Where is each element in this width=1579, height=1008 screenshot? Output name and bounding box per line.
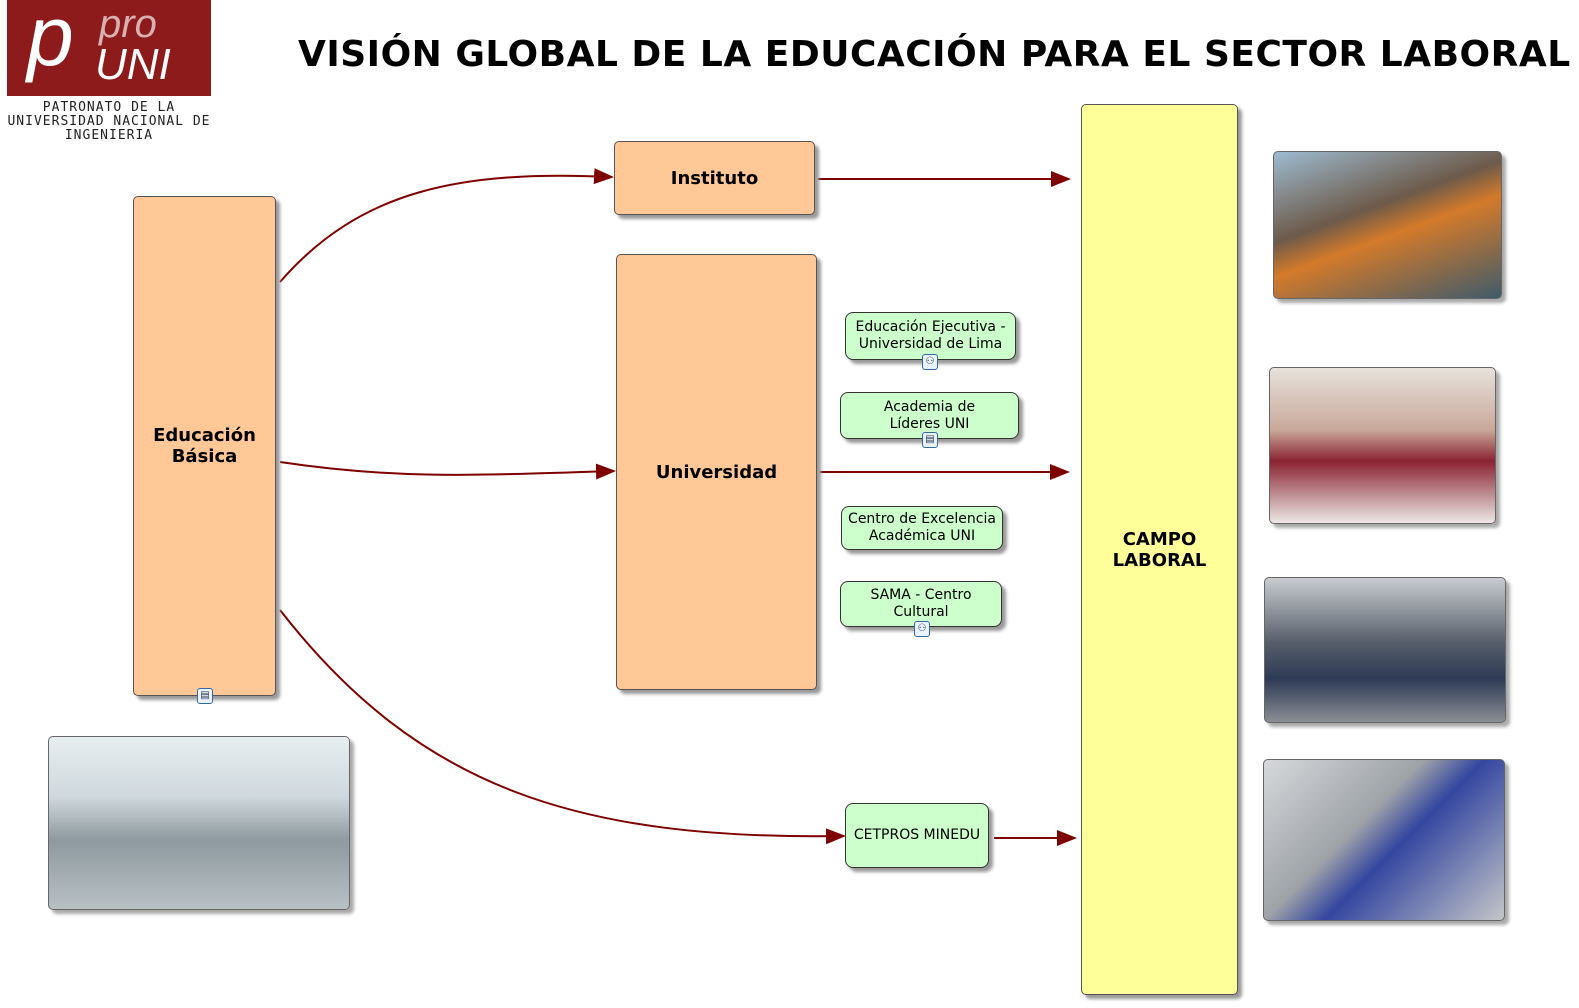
industrial-plant-photo [1263, 759, 1505, 921]
logo-ro: pro [99, 2, 157, 46]
node-label: CAMPO LABORAL [1112, 528, 1207, 571]
note-icon[interactable]: ▤ [197, 688, 213, 704]
node-educacion-ejecutiva[interactable]: Educación Ejecutiva - Universidad de Lim… [845, 312, 1016, 360]
classroom-photo [48, 736, 350, 910]
node-centro-excelencia[interactable]: Centro de Excelencia Académica UNI [841, 506, 1003, 550]
org-chart-icon[interactable]: ⚇ [914, 621, 930, 637]
logo-subtitle: PATRONATO DE LA UNIVERSIDAD NACIONAL DE … [7, 101, 211, 139]
page-title: VISIÓN GLOBAL DE LA EDUCACIÓN PARA EL SE… [298, 34, 1571, 75]
node-label: Universidad [655, 461, 778, 483]
node-campo-laboral[interactable]: CAMPO LABORAL [1081, 104, 1238, 995]
engineers-photo [1264, 577, 1506, 723]
office-worker-photo [1269, 367, 1496, 524]
node-cetpros[interactable]: CETPROS MINEDU [845, 803, 989, 868]
node-label: Educación Básica [153, 425, 256, 467]
prouni-logo: p pro UNI [7, 0, 211, 96]
node-universidad[interactable]: Universidad [616, 254, 817, 690]
node-instituto[interactable]: Instituto [614, 141, 815, 215]
note-icon[interactable]: ▤ [922, 432, 938, 448]
arrow-basica-universidad [279, 461, 616, 480]
node-label: Educación Ejecutiva - Universidad de Lim… [855, 319, 1006, 352]
arrow-basica-cetpros [279, 609, 846, 845]
node-label: Instituto [670, 167, 759, 189]
node-label: Academia de Líderes UNI [883, 398, 976, 432]
node-academia-lideres[interactable]: Academia de Líderes UNI [840, 392, 1019, 439]
node-label: CETPROS MINEDU [853, 827, 981, 843]
logo-p: p [27, 0, 74, 83]
node-educacion-basica[interactable]: Educación Básica [133, 196, 276, 696]
org-chart-icon[interactable]: ⚇ [922, 354, 938, 370]
node-label: SAMA - Centro Cultural [870, 587, 972, 620]
logo-uni: UNI [95, 40, 171, 89]
node-sama[interactable]: SAMA - Centro Cultural [840, 581, 1002, 627]
node-label: Centro de Excelencia Académica UNI [848, 511, 996, 544]
arrow-basica-instituto [279, 168, 614, 283]
port-workers-photo [1273, 151, 1502, 299]
